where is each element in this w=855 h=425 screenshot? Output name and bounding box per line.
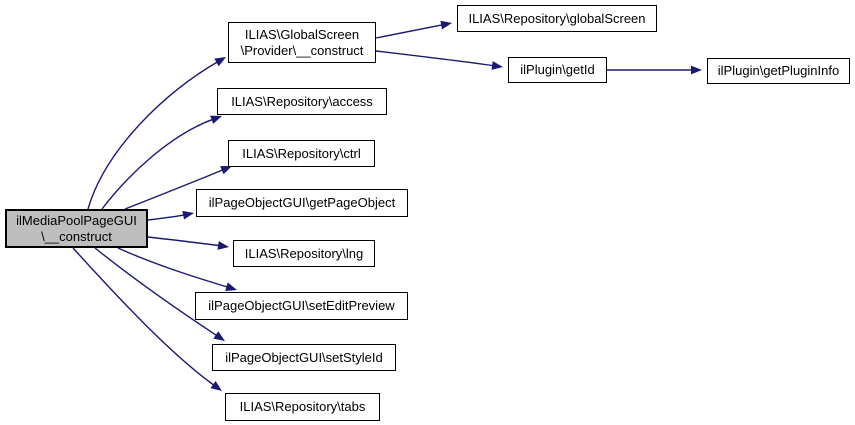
arrowhead-ilmediapoolpagegui-construct-to-ilpageobjectgui-seteditpreview xyxy=(225,282,237,291)
node-ilplugin-getid[interactable]: ilPlugin\getId xyxy=(508,57,607,83)
node-label: \__construct xyxy=(41,228,112,244)
node-label: \Provider\__construct xyxy=(240,42,364,58)
node-label: ilPlugin\getPluginInfo xyxy=(717,63,840,79)
node-ilplugin-getplugininfo[interactable]: ilPlugin\getPluginInfo xyxy=(707,58,850,84)
arrowhead-ilmediapoolpagegui-construct-to-repository-lng xyxy=(217,241,229,250)
arrowhead-globalscreen-provider-construct-to-repository-globalscreen xyxy=(440,20,452,30)
node-label: ilPageObjectGUI\setStyleId xyxy=(225,349,383,365)
edge-ilmediapoolpagegui-construct-to-ilpageobjectgui-getpageobject xyxy=(147,214,186,221)
arrowhead-ilmediapoolpagegui-construct-to-repository-access xyxy=(210,115,222,124)
node-ilmediapoolpagegui-construct: ilMediaPoolPageGUI\__construct xyxy=(5,209,148,248)
arrowhead-ilmediapoolpagegui-construct-to-ilpageobjectgui-setstyleid xyxy=(213,331,225,341)
edge-ilmediapoolpagegui-construct-to-repository-lng xyxy=(147,236,221,247)
edge-ilmediapoolpagegui-construct-to-globalscreen-provider-construct xyxy=(87,60,219,210)
arrowhead-ilplugin-getid-to-ilplugin-getplugininfo xyxy=(691,65,702,75)
node-label: ilPageObjectGUI\getPageObject xyxy=(208,195,396,211)
node-label: ILIAS\Repository\access xyxy=(231,93,373,109)
edge-globalscreen-provider-construct-to-ilplugin-getid xyxy=(375,50,495,67)
edge-ilmediapoolpagegui-construct-to-ilpageobjectgui-seteditpreview xyxy=(117,247,229,289)
edge-ilmediapoolpagegui-construct-to-ilpageobjectgui-setstyleid xyxy=(94,247,218,337)
arrowhead-ilmediapoolpagegui-construct-to-repository-ctrl xyxy=(220,166,232,175)
edge-globalscreen-provider-construct-to-repository-globalscreen xyxy=(375,24,444,39)
node-repository-ctrl[interactable]: ILIAS\Repository\ctrl xyxy=(228,140,375,167)
edge-ilmediapoolpagegui-construct-to-repository-ctrl xyxy=(124,168,224,210)
arrowhead-globalscreen-provider-construct-to-ilplugin-getid xyxy=(491,61,503,70)
node-label: ilPageObjectGUI\setEditPreview xyxy=(208,298,395,314)
edge-ilmediapoolpagegui-construct-to-repository-tabs xyxy=(72,247,216,387)
arrowhead-ilmediapoolpagegui-construct-to-ilpageobjectgui-getpageobject xyxy=(182,210,194,220)
node-label: ILIAS\Repository\tabs xyxy=(239,399,366,415)
node-label: ilMediaPoolPageGUI xyxy=(16,212,137,228)
node-repository-access[interactable]: ILIAS\Repository\access xyxy=(217,88,387,115)
node-repository-globalscreen[interactable]: ILIAS\Repository\globalScreen xyxy=(457,5,657,32)
node-label: ILIAS\GlobalScreen xyxy=(244,26,360,42)
edge-ilmediapoolpagegui-construct-to-repository-access xyxy=(101,118,214,210)
node-ilpageobjectgui-getpageobject[interactable]: ilPageObjectGUI\getPageObject xyxy=(196,189,408,217)
node-repository-lng[interactable]: ILIAS\Repository\lng xyxy=(233,240,375,267)
node-repository-tabs[interactable]: ILIAS\Repository\tabs xyxy=(225,393,380,421)
node-label: ilPlugin\getId xyxy=(520,62,595,78)
node-label: ILIAS\Repository\lng xyxy=(244,245,364,261)
node-ilpageobjectgui-seteditpreview[interactable]: ilPageObjectGUI\setEditPreview xyxy=(195,292,408,320)
node-label: ILIAS\Repository\ctrl xyxy=(242,145,361,161)
arrowhead-ilmediapoolpagegui-construct-to-globalscreen-provider-construct xyxy=(214,57,226,67)
node-ilpageobjectgui-setstyleid[interactable]: ilPageObjectGUI\setStyleId xyxy=(212,344,396,371)
node-globalscreen-provider-construct[interactable]: ILIAS\GlobalScreen\Provider\__construct xyxy=(228,22,376,63)
arrowhead-ilmediapoolpagegui-construct-to-repository-tabs xyxy=(210,381,222,391)
node-label: ILIAS\Repository\globalScreen xyxy=(468,10,646,26)
